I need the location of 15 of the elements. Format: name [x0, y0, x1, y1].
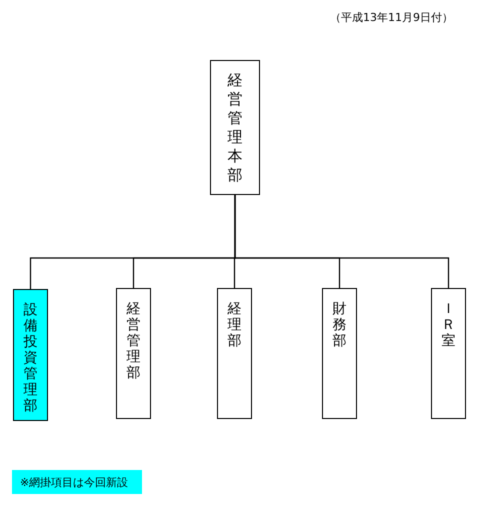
box-label: 財務部: [332, 301, 347, 349]
department-box: [217, 288, 252, 419]
box-label: 経営管理部: [126, 301, 141, 381]
legend-text: ※網掛項目は今回新設: [20, 474, 128, 490]
department-box: [13, 289, 48, 421]
box-label: 経理部: [227, 301, 242, 349]
connector-line: [234, 195, 450, 288]
department-box: [322, 288, 357, 419]
date-note: （平成13年11月9日付）: [330, 10, 453, 25]
department-box: [431, 288, 466, 419]
box-label: 経営管理本部: [227, 70, 243, 184]
department-box: [116, 288, 151, 419]
box-label: 設備投資管理部: [23, 302, 38, 414]
box-label: ＩＲ室: [441, 301, 456, 349]
head-office-box: [210, 60, 260, 195]
